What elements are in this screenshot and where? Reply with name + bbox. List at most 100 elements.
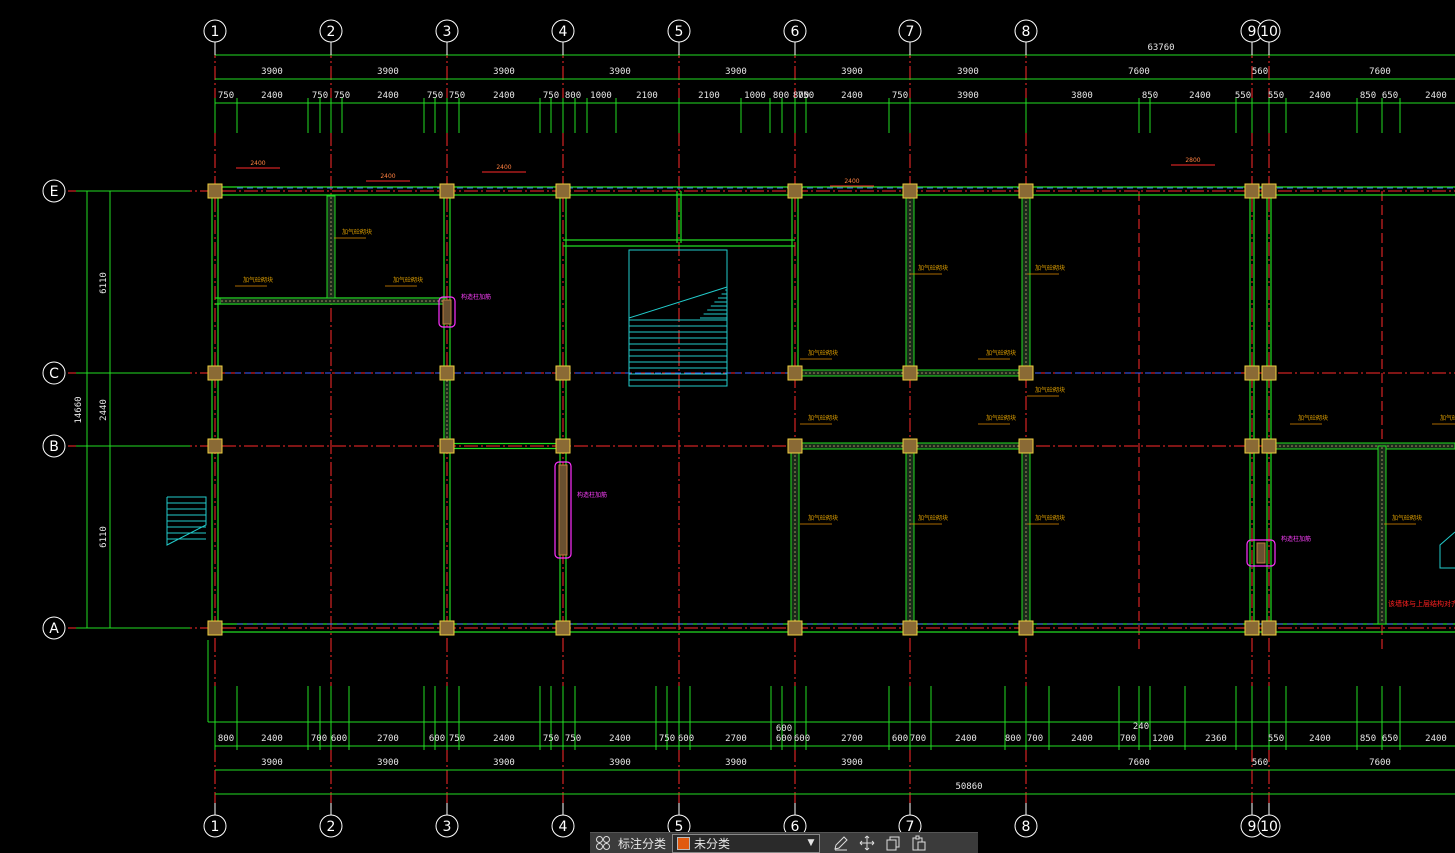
hatch-dot [1415, 445, 1417, 447]
hatch-dot [1025, 281, 1027, 283]
hatch-dot [909, 249, 911, 251]
hatch-dot [330, 265, 332, 267]
edit-icon[interactable] [828, 833, 854, 853]
structural-column [787, 365, 803, 381]
stair-left [166, 496, 207, 546]
hatch-dot [446, 420, 448, 422]
bubble-circle [42, 179, 66, 203]
hatch-dot [909, 471, 911, 473]
structural-column [1018, 183, 1034, 199]
hatch-dot [1381, 599, 1383, 601]
hatch-dot [885, 372, 887, 374]
hatch-dot [233, 300, 235, 302]
hatch-dot [917, 445, 919, 447]
hatch-dot [1443, 445, 1445, 447]
hatch-dot [1381, 587, 1383, 589]
hatch-dot [1381, 519, 1383, 521]
hatch-dot [1005, 445, 1007, 447]
hatch-dot [1025, 337, 1027, 339]
bubble-label: 10 [1260, 24, 1278, 40]
hatch-dot [1025, 325, 1027, 327]
dim-bottom-opening: 2700 [725, 734, 747, 744]
grid-bubble-col-10: 10 [1257, 19, 1281, 43]
hatch-dot [421, 300, 423, 302]
hatch-dot [297, 300, 299, 302]
hatch-dot [1367, 445, 1369, 447]
dim-top-opening: 1000 [744, 91, 766, 101]
hatch-dot [977, 445, 979, 447]
hatch-dot [794, 563, 796, 565]
dim-bottom-opening: 700 [1120, 734, 1136, 744]
hatch-dot [909, 459, 911, 461]
hatch-dot [1381, 523, 1383, 525]
hatch-dot [1355, 445, 1357, 447]
hatch-dot [909, 591, 911, 593]
hatch-dot [877, 372, 879, 374]
hatch-dot [909, 507, 911, 509]
dim-top-bay: 3900 [957, 67, 979, 77]
hatch-dot [869, 445, 871, 447]
stair-break [628, 286, 728, 319]
hatch-dot [857, 445, 859, 447]
bubble-label: 8 [1022, 819, 1031, 835]
hatch-dot [794, 531, 796, 533]
hatch-dot [389, 300, 391, 302]
structural-column [439, 365, 455, 381]
wall-tag: 加气砼砌块 [808, 349, 838, 357]
hatch-dot [861, 445, 863, 447]
hatch-dot [889, 445, 891, 447]
column-tag: 构造柱加筋 [577, 491, 607, 499]
hatch-dot [794, 591, 796, 593]
paste-icon[interactable] [906, 833, 932, 853]
hatch-dot [229, 300, 231, 302]
dim-top-opening: 2400 [841, 91, 863, 101]
dim-top-bay: 3900 [493, 67, 515, 77]
dim-top-opening: 2400 [261, 91, 283, 101]
structural-column [1261, 620, 1277, 636]
structural-column [1018, 620, 1034, 636]
hatch-dot [341, 300, 343, 302]
hatch-dot [1359, 445, 1361, 447]
hatch-dot [349, 300, 351, 302]
hatch-dot [1025, 483, 1027, 485]
move-icon[interactable] [854, 833, 880, 853]
grid-bubble-col-6: 6 [783, 19, 807, 43]
dim-top-opening: 3800 [1071, 91, 1093, 101]
hatch-dot [1451, 445, 1453, 447]
hatch-dot [1025, 511, 1027, 513]
hatch-dot [1025, 217, 1027, 219]
hatch-dot [837, 445, 839, 447]
wall-tag: 加气砼砌块 [1035, 264, 1065, 272]
hatch-dot [330, 269, 332, 271]
hatch-dot [1381, 515, 1383, 517]
hatch-dot [1025, 455, 1027, 457]
hatch-dot [325, 300, 327, 302]
dim-top-opening: 750 [312, 91, 328, 101]
hatch-dot [1283, 445, 1285, 447]
window-dim: 2400 [496, 164, 511, 171]
hatch-dot [321, 300, 323, 302]
hatch-dot [953, 372, 955, 374]
hatch-dot [909, 321, 911, 323]
hatch-dot [1423, 445, 1425, 447]
copy-icon[interactable] [880, 833, 906, 853]
hatch-dot [1343, 445, 1345, 447]
hatch-dot [881, 445, 883, 447]
hatch-dot [794, 559, 796, 561]
hatch-dot [949, 445, 951, 447]
dim-bottom-opening: 2400 [261, 734, 283, 744]
hatch-dot [413, 300, 415, 302]
hatch-dot [794, 535, 796, 537]
wall-tag: 加气砼砌块 [808, 414, 838, 422]
hatch-dot [1025, 583, 1027, 585]
hatch-dot [446, 412, 448, 414]
hatch-dot [353, 300, 355, 302]
hatch-dot [330, 213, 332, 215]
hatch-dot [446, 428, 448, 430]
category-select[interactable]: 未分类 ▼ [672, 833, 821, 853]
hatch-dot [909, 551, 911, 553]
grid-icon[interactable] [590, 833, 616, 853]
hatch-dot [909, 603, 911, 605]
